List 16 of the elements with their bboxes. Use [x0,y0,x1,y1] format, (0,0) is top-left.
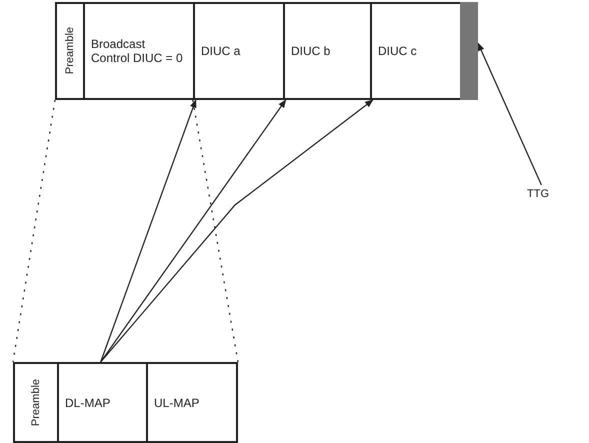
burst-field: DIUC c [370,2,462,100]
burst-field: DIUC a [193,2,285,100]
preamble-field: Preamble [13,362,59,443]
preamble-field: Preamble [55,2,85,100]
burst-field: DIUC b [283,2,372,100]
ul-map-field: UL-MAP [146,362,238,443]
gap-label: TTG [527,185,563,203]
gap-bar [460,2,478,100]
dl-map-field: DL-MAP [57,362,148,443]
dotted-line [12,100,56,362]
broadcast-control-field: Broadcast Control DIUC = 0 [83,2,195,100]
arrow [100,99,196,362]
dotted-line [192,100,239,362]
arrow [100,99,286,362]
arrow [100,100,374,362]
arrow [477,42,542,186]
